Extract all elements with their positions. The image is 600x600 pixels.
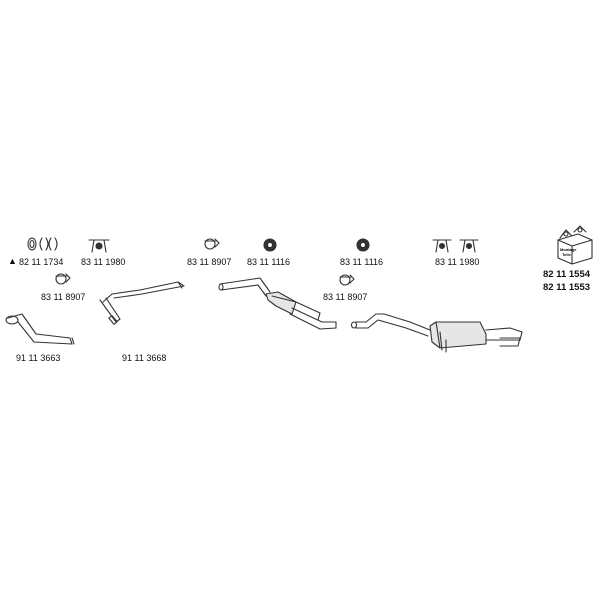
part-number-kit: 82 11 1553 bbox=[543, 282, 591, 293]
kit-box-label: Teile bbox=[562, 252, 572, 257]
hanger-icon bbox=[88, 239, 110, 253]
middle-pipe bbox=[99, 281, 185, 325]
part-number-kit: 82 11 1554 bbox=[543, 269, 591, 280]
part-number-hanger: 83 11 1980 bbox=[435, 257, 480, 267]
rear-silencer bbox=[350, 313, 523, 353]
front-pipe bbox=[5, 313, 75, 345]
part-number-clamp: 83 11 8907 bbox=[187, 257, 232, 267]
clamp-icon bbox=[55, 273, 71, 285]
rubber-ring-icon bbox=[356, 238, 370, 252]
part-number-rubber-ring: 83 11 1116 bbox=[340, 257, 384, 267]
mounting-kit-icon bbox=[557, 225, 593, 265]
part-number-front-pipe: 91 11 3663 bbox=[16, 353, 61, 363]
rubber-ring-icon bbox=[263, 238, 277, 252]
clamp-icon bbox=[204, 238, 220, 250]
hanger-pair-icon bbox=[432, 239, 479, 253]
part-number-rubber-ring: 83 11 1116 bbox=[247, 257, 291, 267]
kit-box-label: Montage bbox=[560, 247, 577, 252]
part-number-hanger: 83 11 1980 bbox=[81, 257, 126, 267]
part-number-gasket: 82 11 1734 bbox=[19, 257, 64, 267]
front-silencer bbox=[218, 277, 337, 330]
gasket-rings-icon bbox=[27, 237, 58, 251]
warning-icon: ▲ bbox=[8, 256, 17, 266]
part-number-clamp: 83 11 8907 bbox=[41, 292, 86, 302]
clamp-icon bbox=[339, 274, 355, 286]
part-number-clamp: 83 11 8907 bbox=[323, 292, 368, 302]
part-number-middle-pipe: 91 11 3668 bbox=[122, 353, 167, 363]
